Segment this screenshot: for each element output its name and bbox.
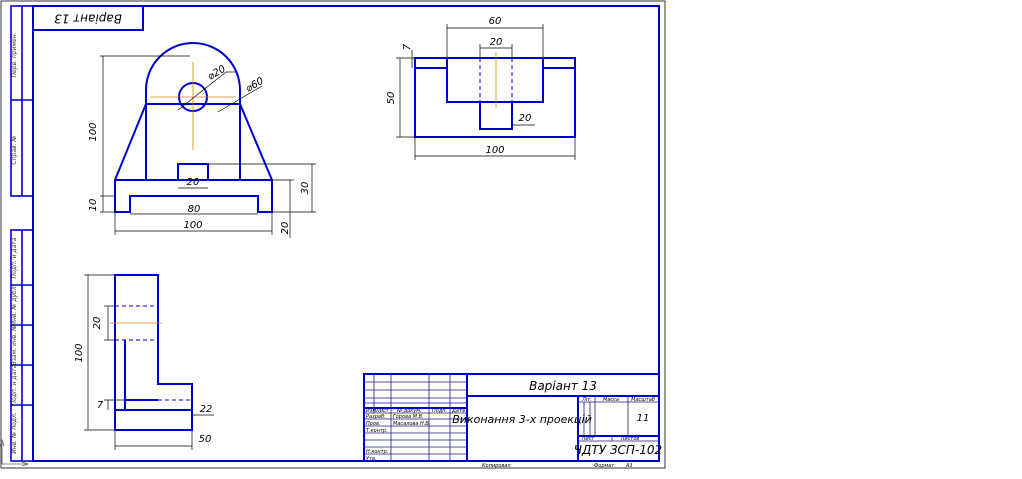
strip-label: Инв. № дубл.	[11, 284, 18, 325]
tb-format: Формат	[594, 463, 615, 469]
top-dim-labels: 60 20 7 50 20 100	[386, 16, 531, 156]
tb-row-check: Пров.	[366, 421, 381, 427]
front-axis	[150, 62, 236, 150]
tb-col-scale: Масштаб	[631, 397, 655, 403]
tb-row-dev: Разраб.	[366, 414, 386, 420]
tb-col-lit: Літ.	[581, 397, 592, 403]
dim-w60: 60	[489, 16, 502, 27]
top-hidden-lines	[479, 58, 513, 102]
tb-org: ЧДТУ ЗСП-102	[574, 443, 662, 457]
tb-col-sheets: Листов	[620, 436, 640, 442]
left-strip	[10, 5, 34, 462]
dim-h30: 30	[300, 182, 311, 195]
tb-col-mass: Масса	[603, 397, 619, 403]
dim-h100: 100	[88, 122, 99, 141]
tb-row-doc: № докум.	[396, 408, 422, 414]
dim-h7: 7	[402, 43, 413, 50]
dim-side-h20: 20	[92, 317, 103, 330]
ucs-icon	[0, 438, 30, 467]
tb-small-labels: Літ. Масса Масштаб Лист Листов Изм Лист …	[366, 397, 655, 469]
tb-format-value: А3	[625, 463, 633, 469]
top-view: 60 20 7 50 20 100	[386, 16, 576, 160]
dim-h20: 20	[280, 222, 291, 235]
strip-label: Взам. инв. №	[11, 325, 18, 366]
dim-inner20: 20	[519, 113, 532, 124]
tb-row-approve: Утв.	[366, 456, 377, 462]
dim-side-h100: 100	[74, 343, 85, 362]
side-dim-labels: 20 100 7 22 50	[74, 317, 212, 445]
tb-row-ncontrol: Н.контр.	[366, 449, 388, 455]
title-block-grid	[364, 374, 659, 461]
dim-side-w22: 22	[200, 404, 213, 415]
top-view-outline	[414, 57, 576, 138]
dim-base10: 10	[88, 199, 99, 212]
strip-label: Инв. № подл.	[11, 412, 18, 453]
variant-rotated-box: Варіант 13	[32, 5, 144, 31]
tb-variant: Варіант 13	[529, 379, 597, 393]
strip-label: Подп. и дата	[11, 364, 18, 405]
dim-d20: ⌀20	[206, 64, 228, 83]
top-dims	[396, 24, 576, 160]
strip-label: Перв. примен.	[11, 32, 18, 77]
front-dim-labels: ⌀20 ⌀60 100 10 20 80 100 30 20	[88, 64, 311, 235]
front-dims	[100, 55, 316, 238]
tb-row-list: Лист	[375, 408, 390, 414]
tb-row-date: Дата	[451, 408, 465, 414]
dim-side-w50: 50	[199, 434, 212, 445]
strip-label: Справ. №	[11, 135, 18, 164]
tb-copied: Копировал	[482, 463, 511, 469]
tb-col-sheet: Лист	[581, 436, 596, 442]
dim-w100: 100	[485, 145, 504, 156]
side-dims	[84, 274, 214, 450]
tb-row-sign: Подп.	[432, 408, 447, 414]
side-hidden-lines	[115, 305, 192, 401]
tb-sheet-number: 11	[637, 413, 650, 424]
tb-dev-name: Горова М.В.	[393, 414, 424, 420]
dim-width100: 100	[183, 220, 202, 231]
tb-row-tcontrol: Т.контр.	[366, 428, 388, 434]
dim-w20: 20	[490, 37, 503, 48]
title-block: Варіант 13 Виконання 3-х проекцій 11 ЧДТ…	[363, 373, 662, 469]
dim-slot20: 20	[187, 177, 200, 188]
sheet-outer-frame	[0, 0, 666, 469]
dim-slot80: 80	[188, 204, 201, 215]
left-strip-labels: Перв. примен. Справ. № Подп. и дата Инв.…	[11, 32, 18, 453]
front-view: ⌀20 ⌀60 100 10 20 80 100 30 20	[88, 42, 316, 238]
variant-rotated-label: Варіант 13	[54, 12, 122, 26]
side-view: 20 100 7 22 50	[74, 274, 214, 450]
dim-r60: ⌀60	[244, 76, 266, 95]
strip-label: Подп. и дата	[11, 237, 18, 278]
tb-title: Виконання 3-х проекцій	[452, 413, 591, 426]
tb-row-change: Изм	[366, 408, 376, 414]
dim-side-h7: 7	[97, 400, 104, 411]
side-view-outline	[114, 274, 193, 431]
dim-h50: 50	[386, 92, 397, 105]
tb-check-name: Масалова Н.Б.	[393, 421, 430, 427]
